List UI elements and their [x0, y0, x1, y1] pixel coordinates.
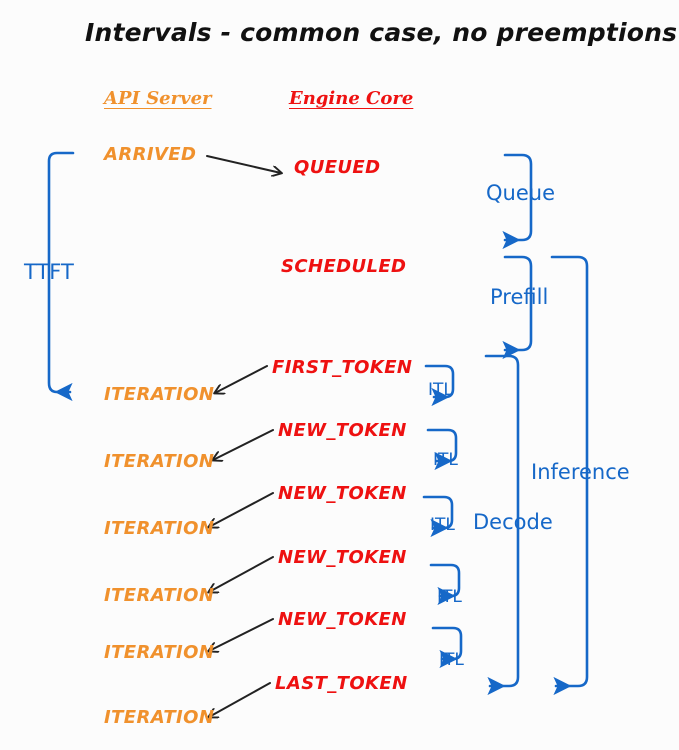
- engine-event-first-token: FIRST_TOKEN: [272, 357, 413, 378]
- api-event-iteration-1: ITERATION: [104, 384, 215, 405]
- interval-label-queue: Queue: [486, 181, 555, 205]
- interval-label-ttft: TTFT: [24, 260, 74, 284]
- transition-arrows: [206, 155, 281, 717]
- engine-event-new-token-1: NEW_TOKEN: [278, 420, 407, 441]
- api-event-iteration-4: ITERATION: [104, 585, 215, 606]
- interval-label-inference: Inference: [531, 460, 630, 484]
- engine-event-new-token-4: NEW_TOKEN: [278, 609, 407, 630]
- column-header-engine-core: Engine Core: [289, 88, 414, 109]
- api-event-iteration-2: ITERATION: [104, 451, 215, 472]
- interval-label-itl-4: ITL: [437, 587, 462, 607]
- engine-event-last-token: LAST_TOKEN: [275, 673, 408, 694]
- inference-bracket: [550, 255, 589, 696]
- interval-label-itl-2: ITL: [433, 450, 458, 470]
- interval-label-prefill: Prefill: [490, 285, 549, 309]
- engine-event-scheduled: SCHEDULED: [281, 256, 407, 277]
- decode-bracket: [484, 354, 520, 696]
- engine-event-new-token-3: NEW_TOKEN: [278, 547, 407, 568]
- interval-label-itl-3: ITL: [430, 515, 455, 535]
- prefill-bracket: [502, 255, 533, 360]
- column-header-api-server: API Server: [104, 88, 212, 109]
- api-event-iteration-3: ITERATION: [104, 518, 215, 539]
- api-event-arrived: ARRIVED: [104, 144, 197, 165]
- ttft-bracket: [47, 151, 75, 402]
- queue-bracket: [502, 153, 533, 250]
- api-event-iteration-6: ITERATION: [104, 707, 215, 728]
- interval-label-itl-5: ITL: [439, 650, 464, 670]
- itl-brackets: [422, 364, 463, 669]
- page-title: Intervals - common case, no preemptions: [85, 18, 678, 47]
- interval-label-itl-1: ITL: [428, 380, 453, 400]
- engine-event-new-token-2: NEW_TOKEN: [278, 483, 407, 504]
- interval-label-decode: Decode: [473, 510, 553, 534]
- api-event-iteration-5: ITERATION: [104, 642, 215, 663]
- engine-event-queued: QUEUED: [294, 157, 381, 178]
